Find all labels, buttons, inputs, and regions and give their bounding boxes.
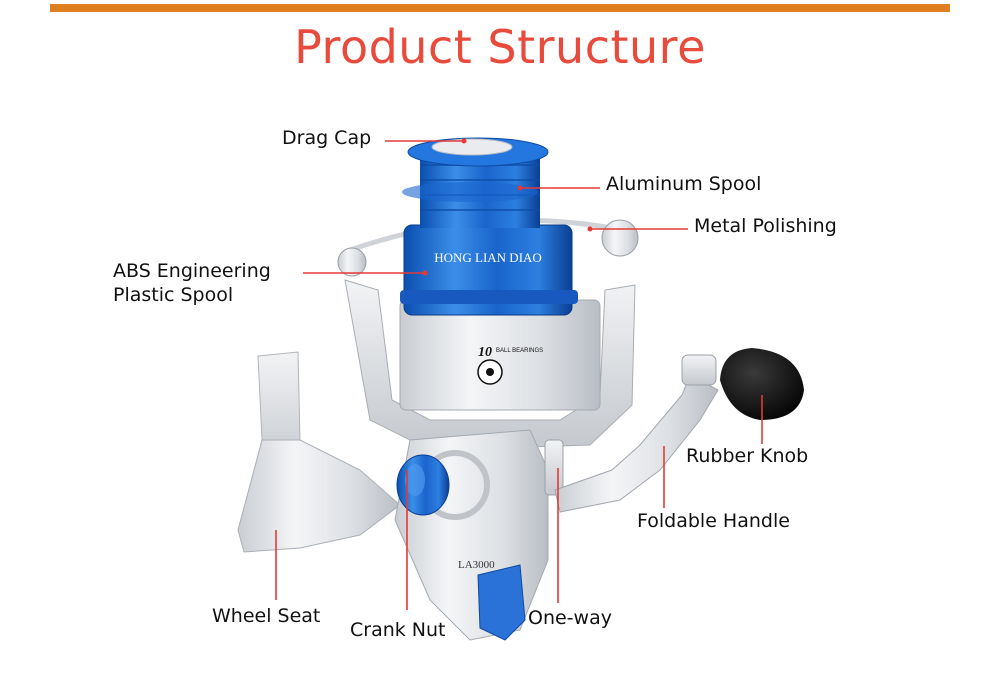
label-wheel-seat: Wheel Seat bbox=[212, 605, 321, 627]
label-drag-cap: Drag Cap bbox=[282, 127, 372, 149]
label-one-way: One-way bbox=[528, 607, 612, 629]
label-crank-nut: Crank Nut bbox=[350, 619, 446, 641]
bearings-text: BALL BEARINGS bbox=[496, 348, 543, 354]
label-aluminum-spool: Aluminum Spool bbox=[606, 173, 762, 195]
model-print: LA3000 bbox=[458, 559, 495, 571]
callout-lines bbox=[275, 140, 763, 610]
bearings-number: 10 bbox=[478, 345, 492, 360]
label-abs-spool-line2: Plastic Spool bbox=[113, 284, 234, 306]
label-abs-spool-line1: ABS Engineering bbox=[113, 260, 271, 282]
accent-bar bbox=[50, 4, 950, 12]
rubber-knob-part bbox=[720, 348, 804, 420]
wheel-seat-part bbox=[237, 351, 401, 553]
spool-brand-print: HONG LIAN DIAO bbox=[434, 250, 542, 265]
label-metal-polishing: Metal Polishing bbox=[694, 215, 837, 237]
page-title: Product Structure bbox=[294, 20, 706, 74]
callout-dots bbox=[422, 138, 593, 276]
label-rubber-knob: Rubber Knob bbox=[686, 445, 809, 467]
foldable-handle-part bbox=[554, 354, 719, 513]
bearings-badge: 10 BALL BEARINGS bbox=[477, 345, 543, 385]
label-foldable-handle: Foldable Handle bbox=[637, 510, 790, 532]
crank-nut-part bbox=[396, 454, 450, 516]
